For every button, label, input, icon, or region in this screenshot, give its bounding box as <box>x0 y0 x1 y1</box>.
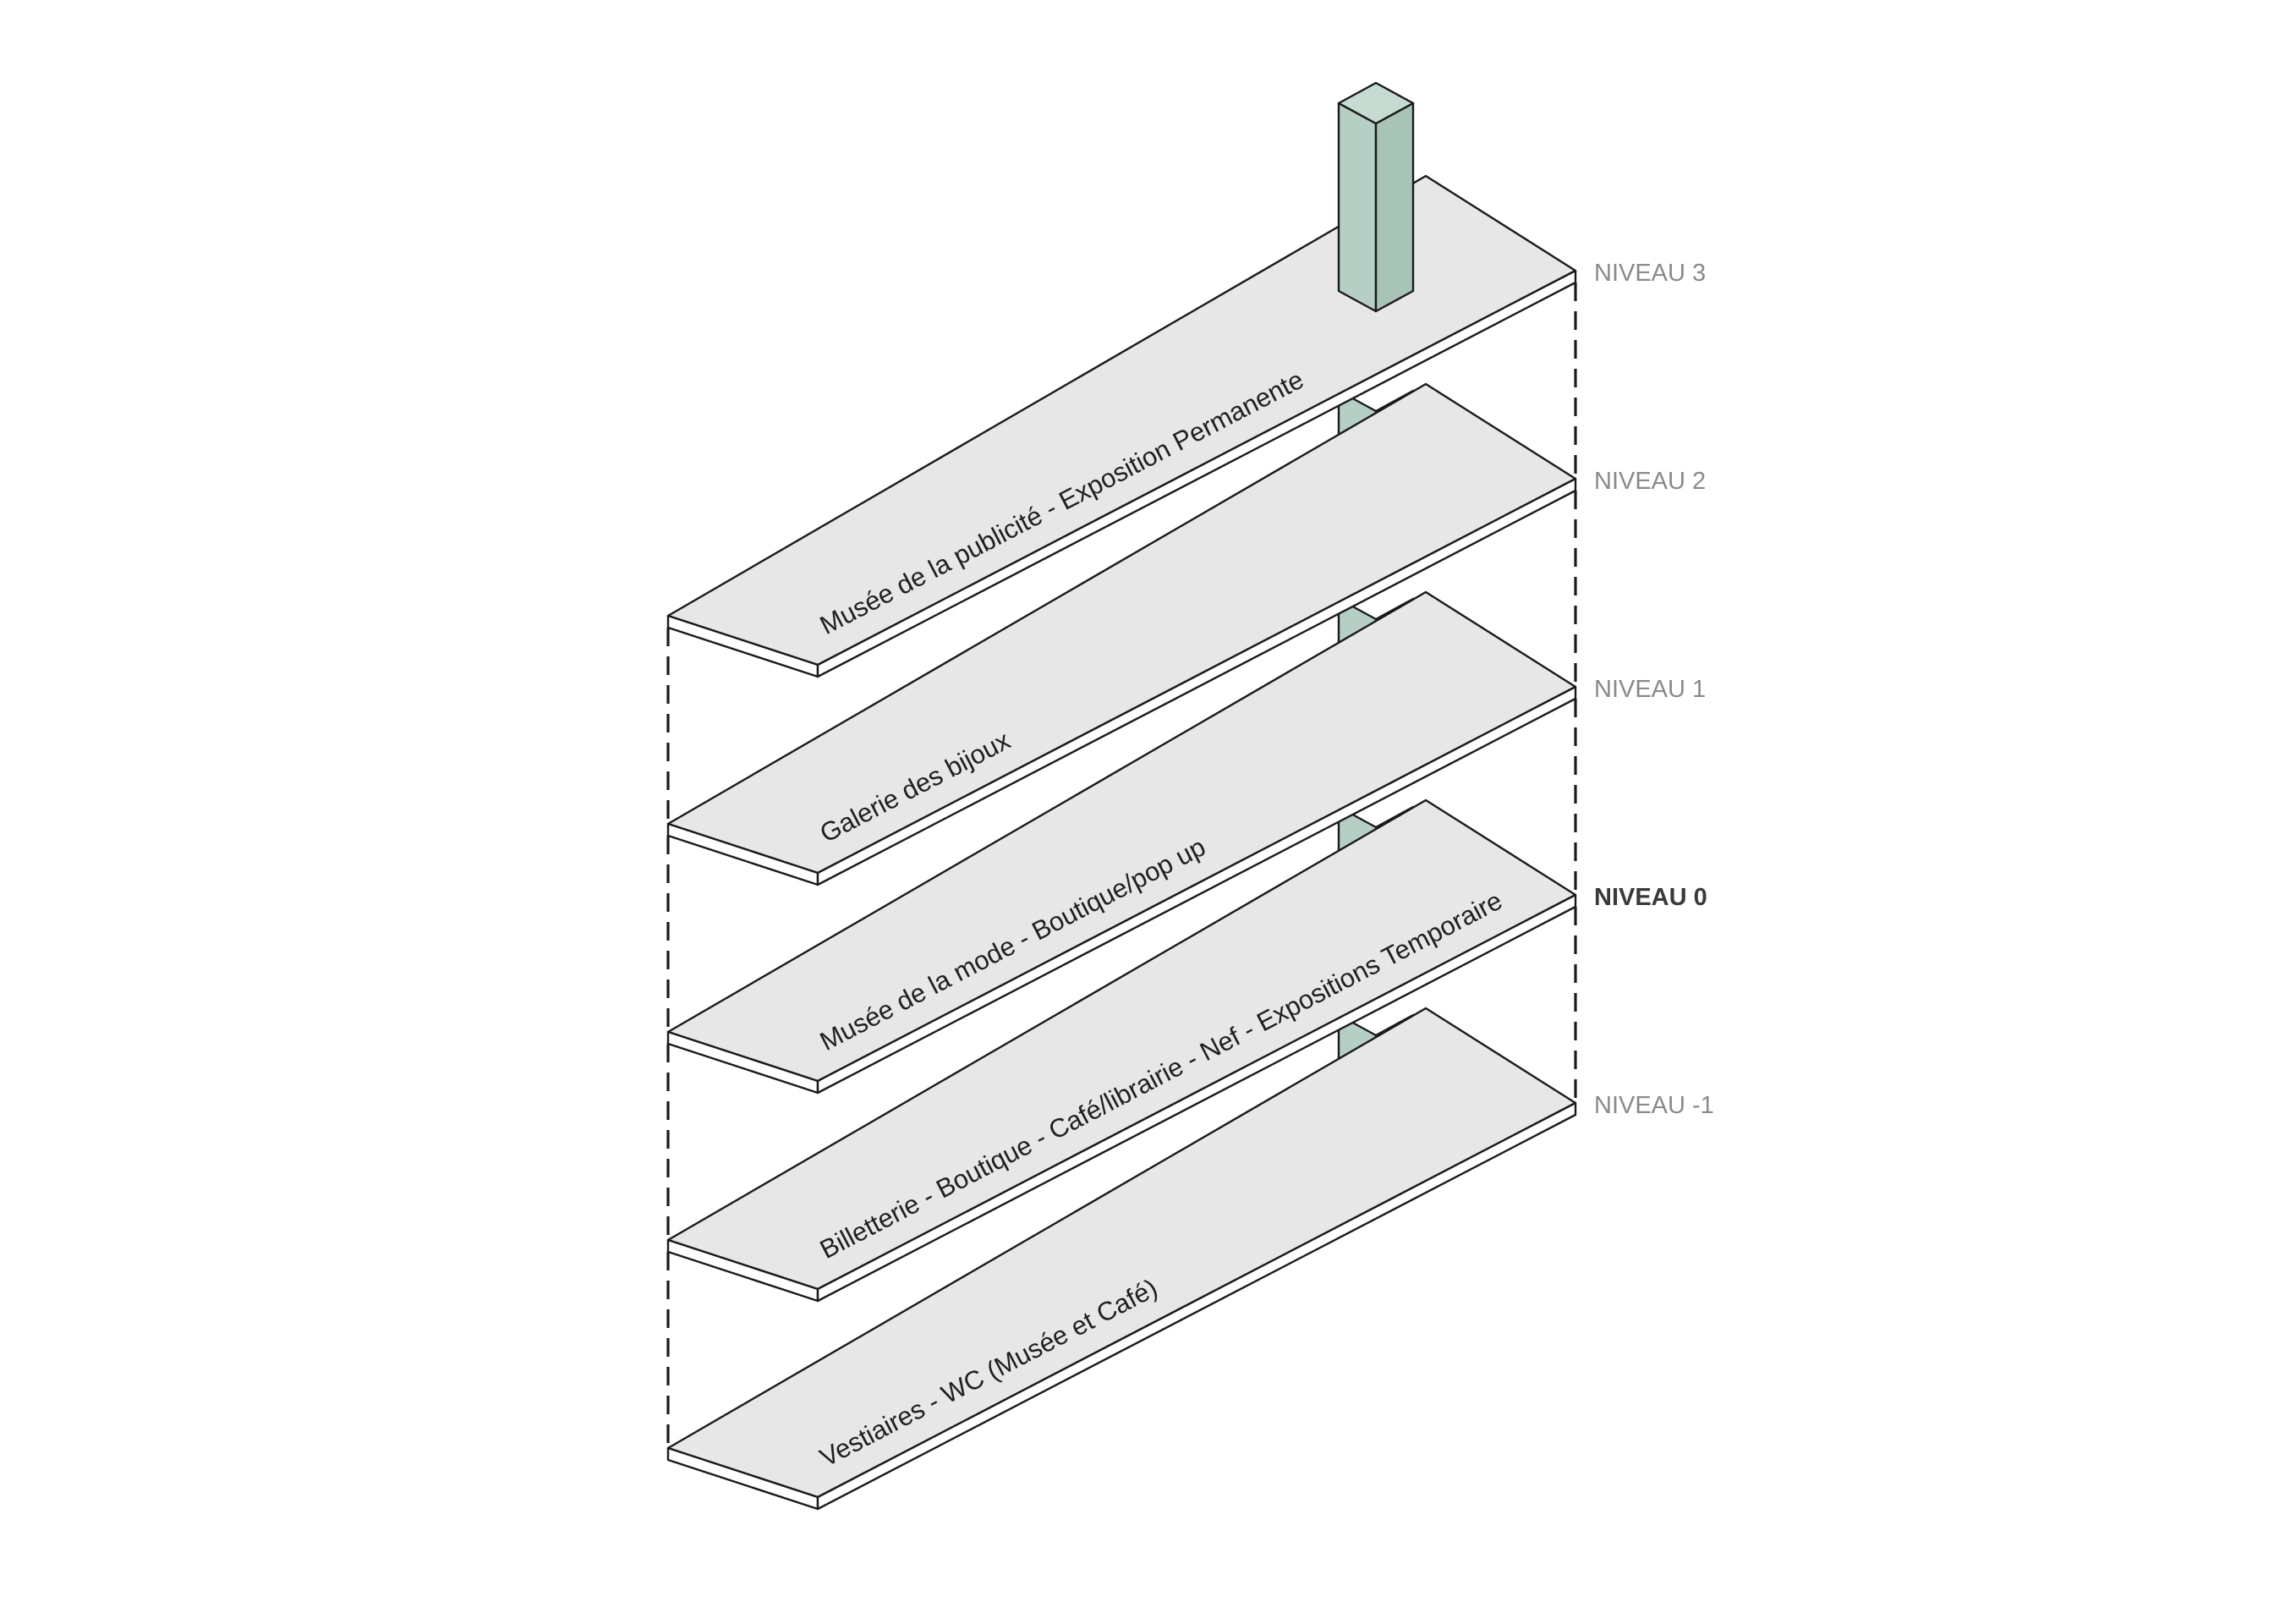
level-label-niveau-3: NIVEAU 3 <box>1594 260 1706 287</box>
column-cap <box>1337 81 1415 125</box>
level-label-niveau-moins-1: NIVEAU -1 <box>1594 1092 1714 1119</box>
floor-niveau-moins-1: Vestiaires - WC (Musée et Café)NIVEAU -1 <box>666 1007 1714 1511</box>
column-right-face <box>1374 102 1415 313</box>
slab-edge-side-niveau-1 <box>816 685 1577 1095</box>
level-label-niveau-0: NIVEAU 0 <box>1594 884 1707 911</box>
slab-edge-side-niveau-3 <box>816 269 1577 678</box>
floor-slabs: Vestiaires - WC (Musée et Café)NIVEAU -1… <box>666 81 1714 1511</box>
level-label-niveau-2: NIVEAU 2 <box>1594 468 1706 495</box>
slab-edge-side-niveau-2 <box>816 477 1577 886</box>
slab-edge-side-niveau-0 <box>816 893 1577 1303</box>
vertical-dashed-guides <box>666 283 1577 1448</box>
level-label-niveau-1: NIVEAU 1 <box>1594 676 1706 703</box>
column-left-face <box>1337 102 1378 313</box>
slab-edge-side-niveau-moins-1 <box>816 1101 1577 1511</box>
column-top-segment <box>1337 81 1415 313</box>
